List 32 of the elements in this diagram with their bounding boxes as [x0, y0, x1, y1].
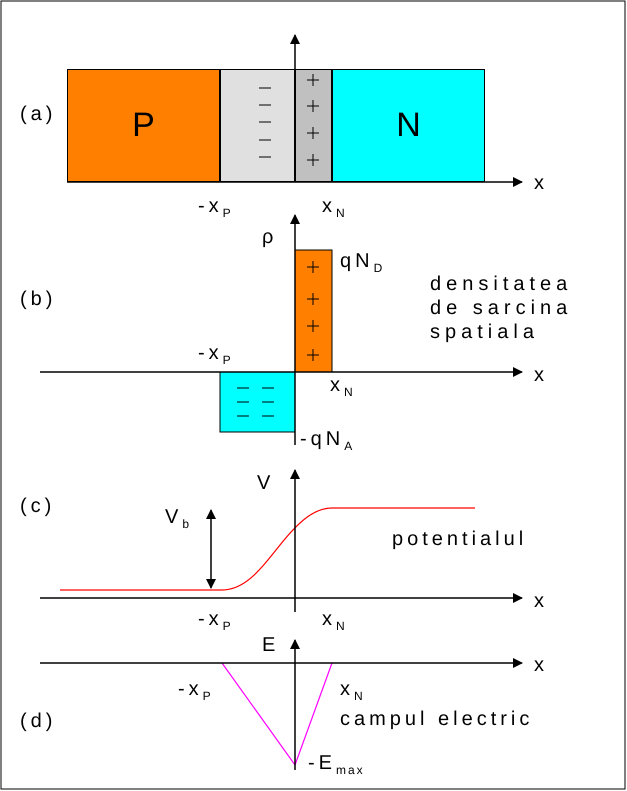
curve-label: densitatea de sarcina spatiala [430, 272, 574, 344]
n-region-block [332, 69, 485, 182]
tick-label: -x$_{P}$ [198, 342, 233, 368]
axis-label: x [534, 172, 548, 194]
tick-label: x$_{N}$ [340, 678, 365, 704]
p-region-block [67, 69, 220, 182]
axis-label: V [257, 472, 274, 494]
axis-label: x [534, 654, 548, 676]
value-label: -E$_{max}$ [308, 752, 365, 778]
tick-label: -x$_{P}$ [198, 195, 233, 220]
tick-label: x$_{N}$ [330, 374, 355, 400]
value-label: V$_{b}$ [165, 506, 192, 532]
panel-label: (c) [20, 495, 56, 517]
axis-label: ρ [262, 226, 278, 248]
value-label: -qN$_{A}$ [300, 428, 354, 454]
region-letter: N [396, 106, 421, 145]
axis-label: x [534, 590, 548, 612]
region-letter: P [132, 106, 155, 145]
panel-label: (d) [20, 710, 56, 732]
tick-label: x$_{N}$ [322, 195, 347, 220]
tick-label: x$_{N}$ [322, 608, 347, 634]
tick-label: -x$_{P}$ [198, 608, 233, 634]
curve-label: potentialul [392, 528, 528, 550]
panel-label: (a) [20, 103, 56, 125]
axis-label: x [534, 364, 548, 386]
curve-label: campul electric [340, 708, 534, 730]
panel-label: (b) [20, 288, 56, 310]
depletion-region-block [220, 69, 295, 182]
value-label: qN$_{D}$ [340, 250, 384, 276]
depletion-region-block [295, 69, 332, 182]
tick-label: -x$_{P}$ [178, 678, 213, 704]
axis-label: E [262, 634, 280, 656]
